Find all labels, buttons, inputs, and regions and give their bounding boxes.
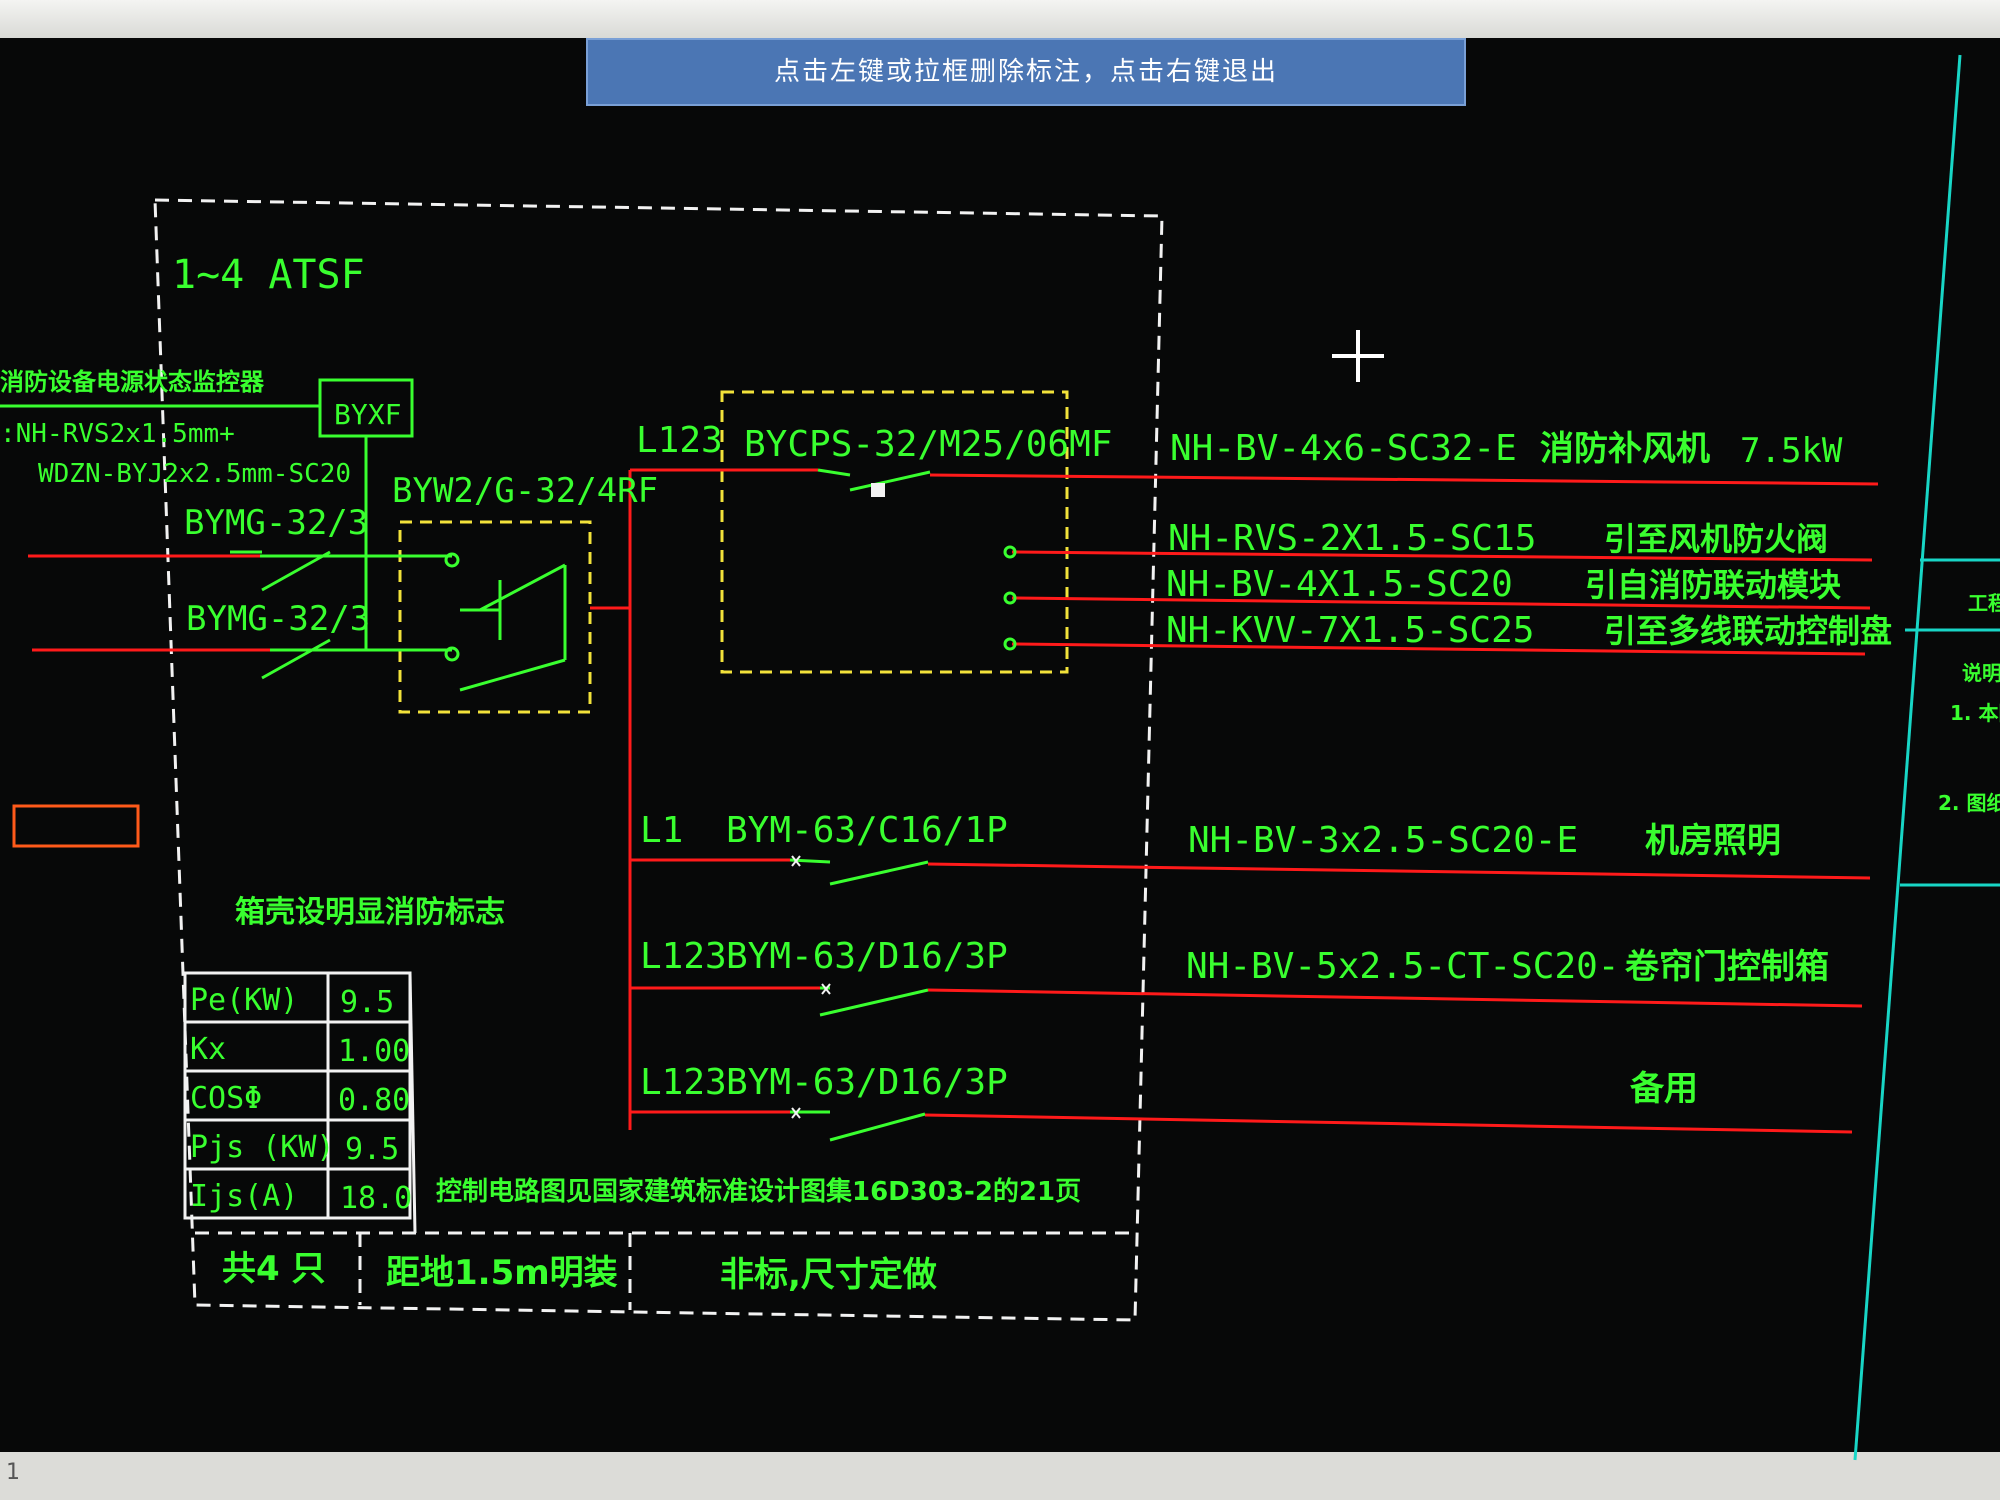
title-block-c: 1. 本图 xyxy=(1950,701,2000,725)
circuit-phase: L123 xyxy=(636,420,723,461)
layout-tab[interactable]: 1 xyxy=(6,1460,20,1485)
circuit-breaker: BYCPS-32/M25/06MF xyxy=(744,424,1112,465)
command-prompt-banner: 点击左键或拉框删除标注，点击右键退出 xyxy=(586,38,1466,106)
param-value: 9.5 xyxy=(345,1132,399,1167)
panel-title: 1~4 ATSF xyxy=(172,252,365,298)
panel-frame xyxy=(153,198,1164,1322)
bymg-label-1: BYMG-32/3 xyxy=(184,503,368,543)
circuit-load: 消防补风机 xyxy=(1540,429,1710,469)
circuit-load: 卷帘门控制箱 xyxy=(1625,947,1829,987)
crosshair-cursor-icon xyxy=(1332,330,1384,382)
marker-rectangle[interactable] xyxy=(12,804,140,848)
circuit-cable: NH-RVS-2X1.5-SC15 xyxy=(1168,518,1536,559)
param-value: 9.5 xyxy=(340,985,394,1020)
title-block-b: 说明 xyxy=(1962,661,2000,685)
circuit-cable: NH-BV-4x6-SC32-E xyxy=(1170,428,1517,469)
circuit-cable: NH-BV-5x2.5-CT-SC20- xyxy=(1186,946,1619,987)
control-note: 控制电路图见国家建筑标准设计图集16D303-2的21页 xyxy=(436,1176,1081,1207)
circuit-cable: NH-BV-4X1.5-SC20 xyxy=(1166,564,1513,605)
circuit-load: 引至风机防火阀 xyxy=(1604,520,1828,558)
monitor-bezel xyxy=(0,0,2000,38)
circuit-breaker: BYM-63/C16/1P xyxy=(726,810,1008,851)
footer-quantity: 共4 只 xyxy=(222,1249,326,1289)
param-label: COSΦ xyxy=(190,1081,262,1116)
byxf-label: BYXF xyxy=(334,398,401,431)
footer-mounting: 距地1.5m明装 xyxy=(386,1253,618,1293)
title-block-text: 工程 说明 1. 本图 2. 图纸 xyxy=(1938,591,2000,815)
param-label: Kx xyxy=(190,1032,226,1067)
monitor-cable-2: WDZN-BYJ2x2.5mm-SC20 xyxy=(38,459,351,489)
breaker-marks xyxy=(791,483,885,1119)
monitor-cable-1: :NH-RVS2x1.5mm+ xyxy=(0,419,235,449)
title-block-frame xyxy=(1853,54,2000,1461)
circuit-power: 7.5kW xyxy=(1740,431,1843,471)
cad-drawing-area[interactable] xyxy=(0,38,2000,1458)
title-block-a: 工程 xyxy=(1968,591,2000,615)
parameter-table xyxy=(183,971,417,1234)
title-block-d: 2. 图纸 xyxy=(1938,791,2000,815)
param-value: 18.0 xyxy=(340,1181,412,1216)
circuit-load: 引自消防联动模块 xyxy=(1585,566,1841,604)
circuit-breaker: BYM-63/D16/3P xyxy=(726,1062,1008,1103)
circuit-cable: NH-BV-3x2.5-SC20-E xyxy=(1188,820,1578,861)
param-label: Pjs (KW) xyxy=(190,1130,335,1165)
byw-label: BYW2/G-32/4RF xyxy=(392,471,658,511)
enclosure-note: 箱壳设明显消防标志 xyxy=(235,895,505,930)
circuit-load: 引至多线联动控制盘 xyxy=(1604,612,1892,650)
circuit-phase: L1 xyxy=(640,810,683,851)
param-value: 0.80 xyxy=(338,1083,410,1118)
switch-boxes xyxy=(398,390,1069,714)
red-wiring xyxy=(28,468,1879,1134)
footer-size: 非标,尺寸定做 xyxy=(720,1255,937,1295)
layout-tab-bar: 1 xyxy=(0,1452,2000,1500)
monitor-label: 消防设备电源状态监控器 xyxy=(0,368,265,396)
param-label: Ijs(A) xyxy=(190,1179,298,1214)
circuit-phase: L123 xyxy=(640,1062,727,1103)
circuit-breaker: BYM-63/D16/3P xyxy=(726,936,1008,977)
green-wiring xyxy=(0,378,1017,1142)
circuit-load: 机房照明 xyxy=(1645,821,1781,861)
param-label: Pe(KW) xyxy=(190,983,298,1018)
param-value: 1.00 xyxy=(338,1034,410,1069)
circuit-cable: NH-KVV-7X1.5-SC25 xyxy=(1166,610,1534,651)
circuit-load: 备用 xyxy=(1630,1069,1698,1109)
bymg-label-2: BYMG-32/3 xyxy=(186,599,370,639)
circuit-phase: L123 xyxy=(640,936,727,977)
